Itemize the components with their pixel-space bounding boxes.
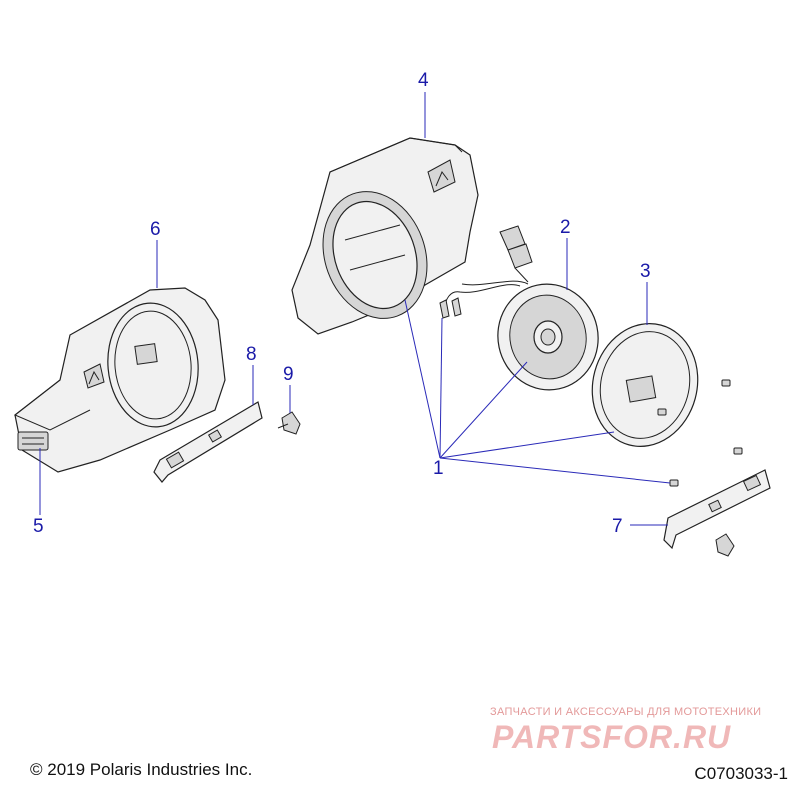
mounting-bracket-right <box>663 469 771 557</box>
callout-9: 9 <box>283 364 294 385</box>
callouts: 4 2 3 6 8 9 1 5 7 <box>33 70 651 537</box>
drawing-number: C0703033-1 <box>694 764 788 783</box>
speaker <box>439 225 599 391</box>
speaker-grille <box>591 323 699 447</box>
callout-2: 2 <box>560 217 571 238</box>
speaker-enclosure-lower <box>14 287 226 473</box>
speaker-enclosure-upper <box>291 137 479 335</box>
callout-5: 5 <box>33 516 44 537</box>
callout-6: 6 <box>150 219 161 240</box>
callout-7: 7 <box>612 516 623 537</box>
callout-3: 3 <box>640 261 651 282</box>
callout-4: 4 <box>418 70 429 91</box>
callout-1: 1 <box>433 458 444 479</box>
watermark-tagline: ЗАПЧАСТИ И АКСЕССУАРЫ ДЛЯ МОТОТЕХНИКИ <box>490 706 762 718</box>
wing-nut <box>277 411 301 435</box>
leader-lines <box>39 92 671 526</box>
mounting-bracket-left <box>153 401 263 483</box>
copyright-notice: © 2019 Polaris Industries Inc. <box>30 760 253 779</box>
connector <box>17 431 49 451</box>
watermark-logo: PARTSFOR.RU <box>492 719 732 755</box>
callout-8: 8 <box>246 344 257 365</box>
